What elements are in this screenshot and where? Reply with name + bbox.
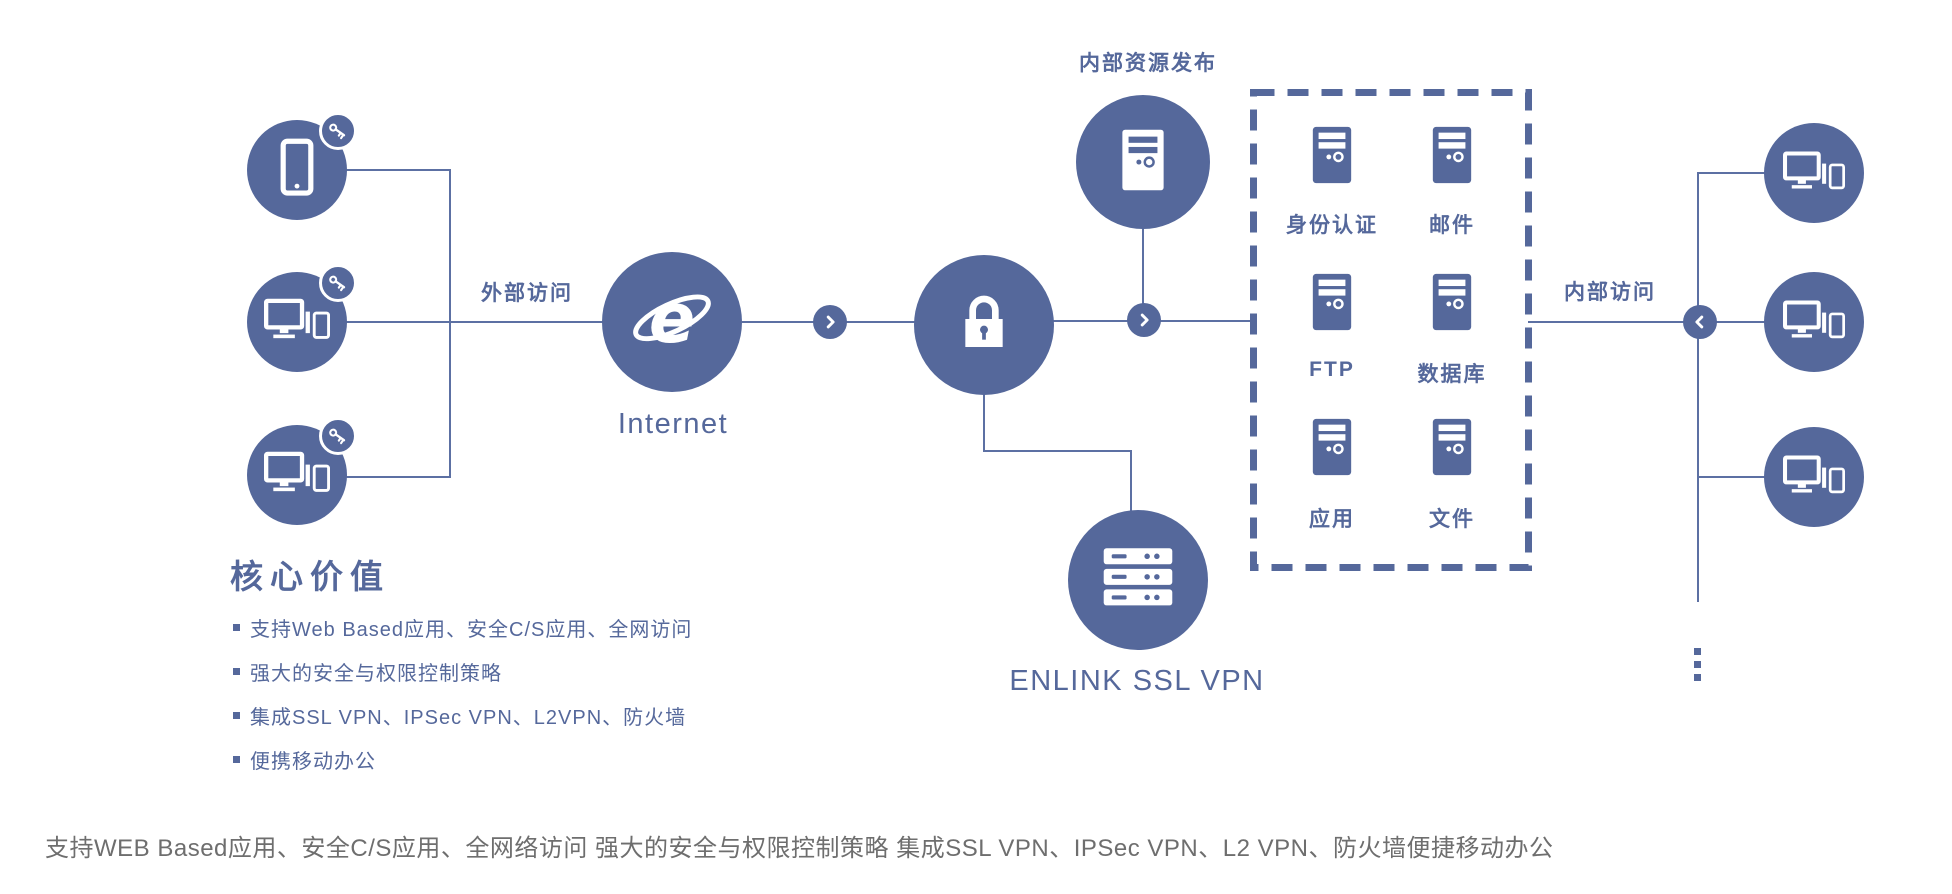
desktop-phone-icon	[264, 450, 330, 500]
key-icon	[319, 417, 357, 455]
connector-right-bottom-stub	[1697, 476, 1766, 478]
server-label-database: 数据库	[1417, 363, 1487, 386]
connector-left-vertical	[449, 170, 451, 478]
chevron-right-icon	[1127, 303, 1161, 337]
footer-summary-text: 支持WEB Based应用、安全C/S应用、全网络访问 强大的安全与权限控制策略…	[45, 835, 1554, 862]
desktop-phone-icon	[264, 297, 330, 347]
core-value-item-text: 便携移动办公	[250, 751, 376, 773]
core-value-item-text: 支持Web Based应用、安全C/S应用、全网访问	[250, 619, 693, 641]
desktop-phone-icon	[1783, 150, 1845, 197]
external-client-phone-circle	[247, 112, 357, 220]
core-value-list: 支持Web Based应用、安全C/S应用、全网访问 强大的安全与权限控制策略 …	[233, 613, 692, 774]
connector-left-bottom-stub	[345, 476, 451, 478]
key-icon	[319, 264, 357, 302]
connector-enlink-down	[1130, 450, 1132, 512]
server-icon-database	[1429, 271, 1475, 333]
ie-browser-icon: e	[628, 276, 716, 369]
connector-publish-vertical	[1142, 228, 1144, 306]
tower-server-icon	[1118, 127, 1168, 198]
external-client-desktop-circle-2	[247, 417, 357, 525]
internal-client-circle-3	[1764, 427, 1864, 527]
core-value-item-text: 集成SSL VPN、IPSec VPN、L2VPN、防火墙	[250, 707, 687, 729]
external-access-label: 外部访问	[481, 282, 573, 305]
server-icon-mail	[1429, 124, 1475, 186]
vertical-ellipsis-icon	[1694, 648, 1701, 681]
server-label-file: 文件	[1429, 508, 1475, 531]
core-value-item: 支持Web Based应用、安全C/S应用、全网访问	[233, 613, 692, 642]
publish-server-circle	[1076, 95, 1210, 229]
key-icon	[319, 112, 357, 150]
internal-resource-publish-label: 内部资源发布	[1079, 52, 1217, 75]
connector-right-mid-stub	[1714, 321, 1766, 323]
connector-internal-access	[1528, 321, 1685, 323]
core-value-item-text: 强大的安全与权限控制策略	[250, 663, 502, 685]
server-label-ftp: FTP	[1309, 358, 1355, 381]
connector-external-access	[345, 321, 603, 323]
server-label-application: 应用	[1309, 508, 1355, 531]
connector-right-top-stub	[1697, 172, 1766, 174]
connector-lock-elbow	[983, 450, 1132, 452]
core-value-item: 便携移动办公	[233, 745, 692, 774]
lock-icon	[952, 291, 1016, 360]
server-icon-file	[1429, 416, 1475, 478]
core-value-title: 核心价值	[230, 558, 390, 595]
connector-right-vertical	[1697, 172, 1699, 602]
internal-access-label: 内部访问	[1564, 281, 1656, 304]
vpn-gateway-lock-circle	[914, 255, 1054, 395]
server-icon-application	[1309, 416, 1355, 478]
external-client-desktop-circle-1	[247, 264, 357, 372]
enlink-ssl-vpn-circle	[1068, 510, 1208, 650]
internal-client-circle-1	[1764, 123, 1864, 223]
connector-lock-down	[983, 393, 985, 452]
chevron-right-icon	[813, 305, 847, 339]
bullet-square-icon	[233, 624, 240, 631]
core-value-item: 强大的安全与权限控制策略	[233, 657, 692, 686]
server-icon-identity	[1309, 124, 1355, 186]
internet-label: Internet	[617, 408, 729, 440]
internet-circle: e	[602, 252, 742, 392]
core-value-item: 集成SSL VPN、IPSec VPN、L2VPN、防火墙	[233, 701, 692, 730]
server-icon-ftp	[1309, 271, 1355, 333]
rack-server-icon	[1101, 546, 1175, 615]
enlink-ssl-vpn-label: ENLINK SSL VPN	[1009, 665, 1265, 697]
resource-group-dashed-border	[1250, 89, 1532, 571]
server-label-mail: 邮件	[1429, 214, 1475, 237]
connector-left-top-stub	[345, 169, 451, 171]
bullet-square-icon	[233, 756, 240, 763]
server-label-identity: 身份认证	[1286, 214, 1378, 237]
bullet-square-icon	[233, 668, 240, 675]
phone-icon	[278, 138, 316, 203]
chevron-left-icon	[1683, 305, 1717, 339]
bullet-square-icon	[233, 712, 240, 719]
svg-text:e: e	[649, 280, 695, 359]
desktop-phone-icon	[1783, 454, 1845, 501]
desktop-phone-icon	[1783, 299, 1845, 346]
internal-client-circle-2	[1764, 272, 1864, 372]
